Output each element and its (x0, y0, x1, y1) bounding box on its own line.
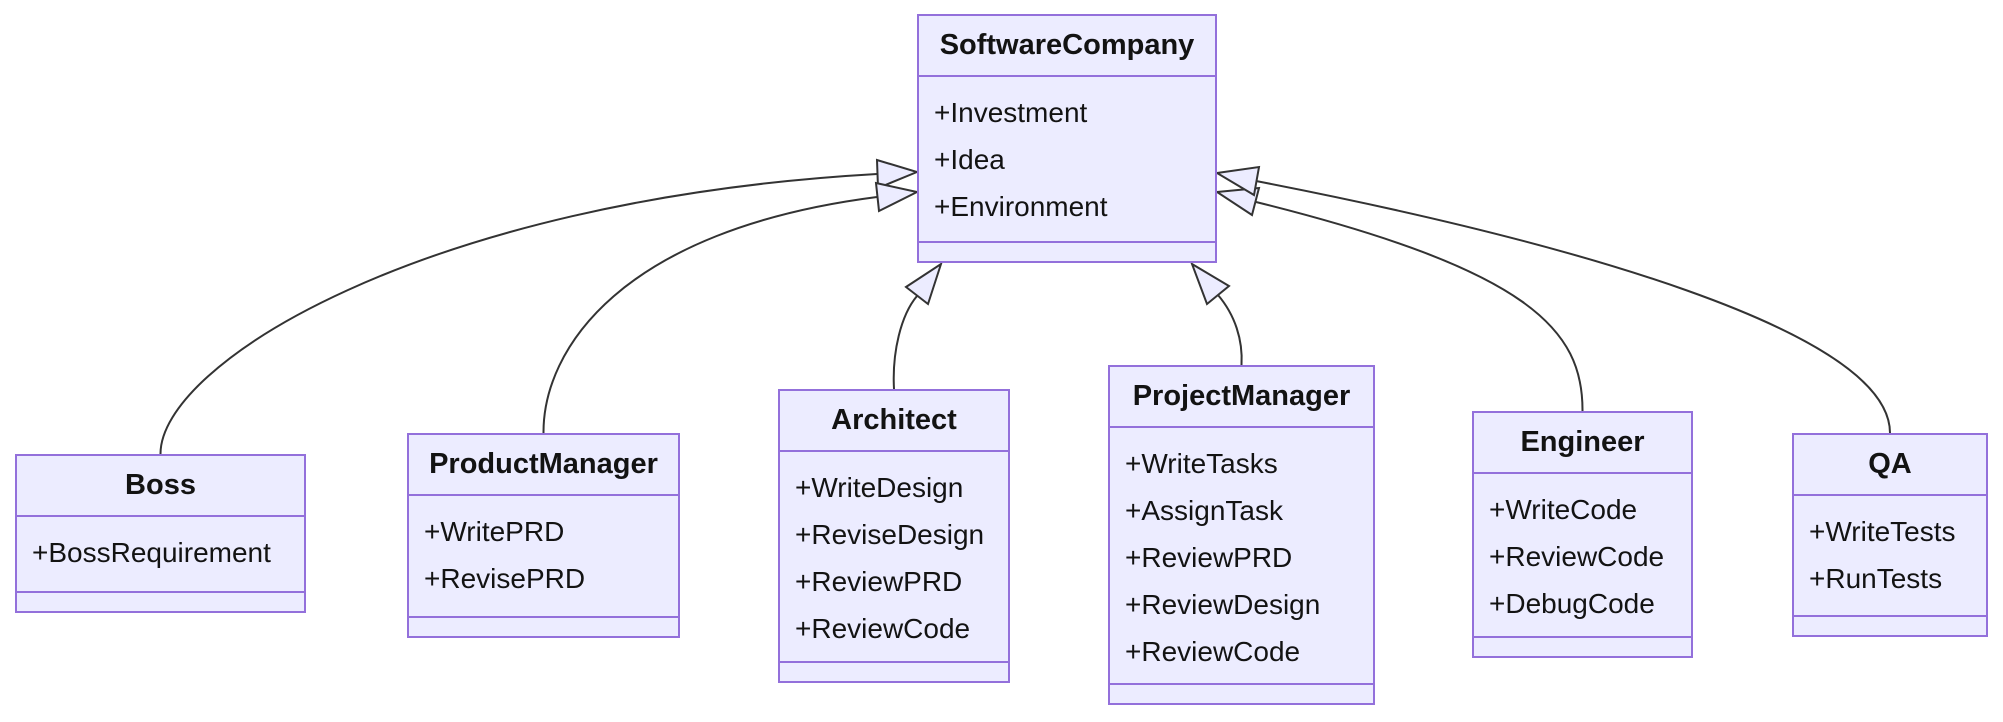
class-member: +Idea (934, 144, 1005, 175)
class-box-projectmanager: ProjectManager +WriteTasks +AssignTask +Re… (1108, 365, 1375, 705)
edge-boss-to-softwarecompany (159, 173, 878, 455)
class-attributes: +WriteTasks +AssignTask +ReviewPRD +ReviewD… (1110, 428, 1373, 683)
class-member: +RunTests (1809, 563, 1943, 594)
inheritance-arrowhead-icon (875, 158, 920, 190)
edge-engineer-to-softwarecompany (1255, 201, 1584, 412)
class-attributes: +Investment +Idea +Environment (919, 77, 1215, 241)
class-box-boss: Boss +BossRequirement (15, 454, 306, 613)
class-attributes: +WriteTests +RunTests (1794, 496, 1986, 615)
class-name: SoftwareCompany (919, 16, 1215, 77)
class-attributes: +WritePRD +RevisePRD (409, 496, 678, 616)
class-attributes: +WriteDesign +ReviseDesign +ReviewPRD +Revi… (780, 452, 1008, 661)
class-member: +ReviewPRD (1125, 542, 1293, 573)
class-member: +DebugCode (1489, 588, 1655, 619)
class-methods-empty (780, 661, 1008, 681)
class-attributes: +BossRequirement (17, 517, 304, 591)
class-methods-empty (919, 241, 1215, 261)
class-member: +WriteTests (1809, 516, 1956, 547)
class-box-qa: QA +WriteTests +RunTests (1792, 433, 1988, 637)
class-methods-empty (1474, 636, 1691, 656)
class-box-engineer: Engineer +WriteCode +ReviewCode +DebugCode (1472, 411, 1693, 658)
class-member: +Investment (934, 97, 1088, 128)
edge-qa-to-softwarecompany (1255, 180, 1891, 434)
class-attributes: +WriteCode +ReviewCode +DebugCode (1474, 474, 1691, 636)
class-name: ProductManager (409, 435, 678, 496)
class-member: +WriteDesign (795, 472, 964, 503)
class-member: +ReviewCode (1125, 636, 1301, 667)
edge-projectmanager-to-softwarecompany (1217, 294, 1243, 366)
class-name: Architect (780, 391, 1008, 452)
class-box-softwarecompany: SoftwareCompany +Investment +Idea +Environ… (917, 14, 1217, 263)
class-name: Boss (17, 456, 304, 517)
class-methods-empty (1794, 615, 1986, 635)
class-methods-empty (1110, 683, 1373, 703)
class-member: +BossRequirement (32, 537, 271, 568)
class-member: +Environment (934, 191, 1108, 222)
inheritance-arrowhead-icon (1190, 261, 1231, 306)
class-member: +WritePRD (424, 516, 565, 547)
class-member: +WriteCode (1489, 494, 1638, 525)
class-name: QA (1794, 435, 1986, 496)
class-member: +ReviewDesign (1125, 589, 1321, 620)
class-member: +ReviewPRD (795, 566, 963, 597)
class-member: +ReviewCode (1489, 541, 1665, 572)
inheritance-arrowhead-icon (904, 261, 943, 306)
edge-architect-to-softwarecompany (892, 295, 918, 390)
class-member: +ReviewCode (795, 613, 971, 644)
class-member: +WriteTasks (1125, 448, 1278, 479)
inheritance-arrowhead-icon (1214, 165, 1261, 197)
class-methods-empty (17, 591, 304, 611)
class-member: +RevisePRD (424, 563, 586, 594)
class-methods-empty (409, 616, 678, 636)
class-member: +AssignTask (1125, 495, 1283, 526)
edge-productmanager-to-softwarecompany (542, 196, 878, 434)
class-name: Engineer (1474, 413, 1691, 474)
class-name: ProjectManager (1110, 367, 1373, 428)
class-member: +ReviseDesign (795, 519, 985, 550)
inheritance-arrowhead-icon (874, 181, 920, 213)
class-box-productmanager: ProductManager +WritePRD +RevisePRD (407, 433, 680, 638)
inheritance-arrowhead-icon (1214, 186, 1261, 217)
class-box-architect: Architect +WriteDesign +ReviseDesign +Revi… (778, 389, 1010, 683)
